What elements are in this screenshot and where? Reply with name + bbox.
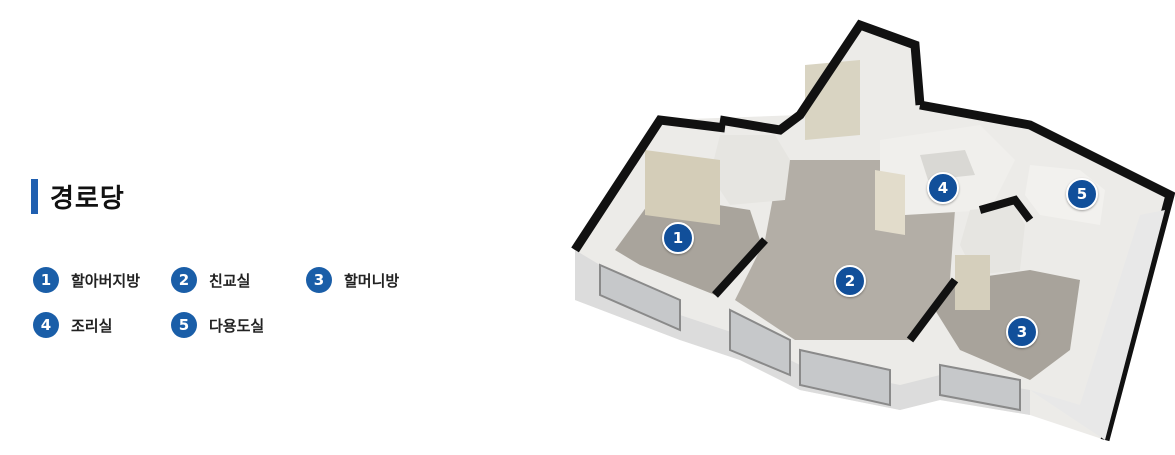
legend-label: 친교실 <box>209 271 251 290</box>
wall-outline <box>712 237 768 298</box>
legend-label: 할아버지방 <box>71 271 141 290</box>
room-marker-4: 4 <box>927 172 959 204</box>
wall-outline <box>978 195 1034 223</box>
restroom-left <box>710 135 790 205</box>
legend-item-3: 3 할머니방 <box>306 267 399 293</box>
number-badge: 2 <box>171 267 197 293</box>
wall-outline <box>571 115 726 253</box>
legend-item-2: 2 친교실 <box>171 267 306 293</box>
legend-label: 조리실 <box>71 316 113 335</box>
legend-item-5: 5 다용도실 <box>171 312 264 338</box>
window-pane <box>939 363 1021 412</box>
number-badge: 4 <box>33 312 59 338</box>
number-badge: 3 <box>306 267 332 293</box>
room-marker-1: 1 <box>662 222 694 254</box>
wall-partition <box>955 255 990 310</box>
room-legend: 1 할아버지방 2 친교실 3 할머니방 4 조리실 5 다용도실 <box>33 266 399 356</box>
wall-outline <box>906 277 959 343</box>
legend-label: 할머니방 <box>344 271 400 290</box>
room-marker-3: 3 <box>1006 316 1038 348</box>
wall-partition <box>645 150 720 225</box>
legend-label: 다용도실 <box>209 316 265 335</box>
number-badge: 5 <box>171 312 197 338</box>
window-pane <box>799 348 891 407</box>
page-title: 경로당 <box>50 184 125 214</box>
window-pane <box>599 263 681 332</box>
wall-outline <box>719 19 925 135</box>
legend-item-4: 4 조리실 <box>33 312 171 338</box>
legend-item-1: 1 할아버지방 <box>33 267 171 293</box>
floor-plan-illustration: 1 2 3 4 5 <box>560 10 1175 450</box>
kitchen-counter <box>920 150 975 180</box>
number-badge: 1 <box>33 267 59 293</box>
window-pane <box>729 308 791 377</box>
legend-row: 4 조리실 5 다용도실 <box>33 311 399 339</box>
wall-outline <box>919 100 1175 442</box>
section-heading: 경로당 <box>31 178 125 215</box>
room-marker-2: 2 <box>834 265 866 297</box>
wall-partition <box>875 170 905 235</box>
room-marker-5: 5 <box>1066 178 1098 210</box>
floor-plan-drawing <box>571 19 1175 442</box>
side-facade <box>1030 210 1165 440</box>
legend-row: 1 할아버지방 2 친교실 3 할머니방 <box>33 266 399 294</box>
title-accent-bar <box>31 179 38 214</box>
